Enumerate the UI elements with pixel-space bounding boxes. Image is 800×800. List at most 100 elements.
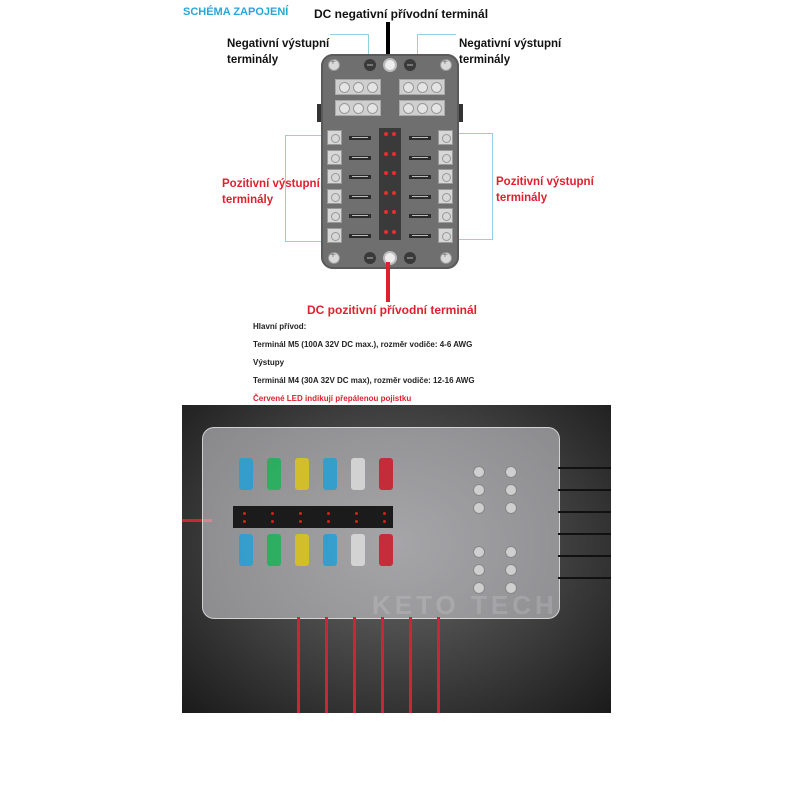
positive-output-terminal <box>327 149 342 165</box>
terminal-stud <box>473 484 485 496</box>
negative-bus-bar <box>335 79 381 95</box>
negative-outputs-right-line2: terminály <box>459 54 511 66</box>
fuse-slot <box>409 136 431 140</box>
led-indicator <box>384 171 388 175</box>
terminal-stud <box>473 502 485 514</box>
positive-right-guide-line <box>459 133 493 240</box>
positive-output-terminal <box>327 130 342 145</box>
terminal-stud <box>473 582 485 594</box>
blade-fuse <box>267 534 281 566</box>
blade-fuse <box>379 534 393 566</box>
led-indicator <box>392 190 396 195</box>
led-bar <box>233 506 393 528</box>
blade-fuse <box>295 534 309 566</box>
right-mount-tab <box>459 104 463 122</box>
led-indicator <box>392 210 396 214</box>
outputs-heading: Výstupy <box>253 358 285 367</box>
positive-symbol-icon <box>364 252 376 264</box>
led-indicator <box>299 512 302 515</box>
fuse-slot <box>349 136 371 140</box>
positive-symbol-icon <box>404 252 416 264</box>
fuse-slot <box>409 175 431 179</box>
led-indicator <box>243 512 246 515</box>
fuse-slot <box>409 233 431 238</box>
led-note: Červené LED indikují přepálenou pojistku <box>253 394 412 403</box>
led-indicator <box>392 132 396 136</box>
positive-output-terminal <box>438 130 453 145</box>
terminal-stud <box>505 546 517 558</box>
dc-negative-input-label: DC negativní přívodní terminál <box>314 7 489 21</box>
negative-bus-bar <box>399 100 445 116</box>
positive-output-terminal <box>327 208 342 223</box>
negative-wire <box>558 511 611 513</box>
led-indicator <box>355 520 358 523</box>
negative-wire <box>558 555 611 557</box>
fuse-box-photo: KETO TECH <box>182 405 611 713</box>
positive-output-terminal <box>438 149 453 165</box>
led-indicator <box>383 512 386 515</box>
mount-screw-icon <box>440 250 452 264</box>
positive-outputs-left-line2: terminály <box>222 194 274 206</box>
fuse-box-housing <box>202 427 560 619</box>
positive-left-guide-line <box>285 135 322 242</box>
main-input-detail: Terminál M5 (100A 32V DC max.), rozměr v… <box>253 340 473 349</box>
diagram-title: SCHÉMA ZAPOJENÍ <box>183 6 289 18</box>
blade-fuse <box>351 534 365 566</box>
blade-fuse <box>323 534 337 566</box>
led-indicator <box>392 171 396 175</box>
led-indicator <box>243 520 246 523</box>
input-wire <box>182 519 212 522</box>
led-indicator <box>327 512 330 515</box>
led-indicator <box>392 229 396 234</box>
positive-output-terminal <box>327 188 342 204</box>
output-wire <box>325 617 328 713</box>
terminal-stud <box>505 582 517 594</box>
mount-screw-icon <box>328 57 340 71</box>
blade-fuse <box>239 534 253 566</box>
positive-output-terminal <box>327 169 342 184</box>
led-indicator <box>392 151 396 156</box>
blade-fuse <box>351 458 365 490</box>
positive-outputs-left-label: Pozitivní výstupní terminály <box>222 176 320 208</box>
blade-fuse <box>323 458 337 490</box>
output-wire <box>437 617 440 713</box>
led-indicator <box>384 190 388 195</box>
negative-right-guide-line <box>417 34 456 63</box>
left-mount-tab <box>317 104 321 122</box>
positive-output-terminal <box>438 169 453 184</box>
negative-bus-bar <box>335 100 381 116</box>
positive-outputs-right-label: Pozitivní výstupní terminály <box>496 174 594 206</box>
positive-output-terminal <box>327 227 342 243</box>
fuse-slot <box>349 194 371 199</box>
negative-outputs-right-label: Negativní výstupní terminály <box>459 36 561 68</box>
mount-screw-icon <box>440 57 452 71</box>
negative-symbol-icon <box>364 59 376 71</box>
negative-input-wire <box>386 22 390 62</box>
negative-wire <box>558 489 611 491</box>
blade-fuse <box>295 458 309 490</box>
output-wire <box>297 617 300 713</box>
led-indicator <box>271 512 274 515</box>
positive-outputs-left-line1: Pozitivní výstupní <box>222 178 320 190</box>
fuse-slot <box>349 214 371 218</box>
led-indicator <box>384 229 388 234</box>
fuse-slot <box>349 155 371 160</box>
terminal-stud <box>505 502 517 514</box>
terminal-stud <box>473 466 485 478</box>
blade-fuse <box>239 458 253 490</box>
negative-outputs-left-line2: terminály <box>227 54 279 66</box>
positive-outputs-right-line1: Pozitivní výstupní <box>496 176 594 188</box>
positive-input-wire <box>386 262 390 302</box>
negative-wire <box>558 533 611 535</box>
blade-fuse <box>379 458 393 490</box>
negative-outputs-left-label: Negativní výstupní terminály <box>227 36 329 68</box>
led-indicator <box>384 151 388 156</box>
fuse-slot <box>349 175 371 179</box>
terminal-stud <box>473 564 485 576</box>
positive-outputs-right-line2: terminály <box>496 192 548 204</box>
fuse-slot <box>409 214 431 218</box>
positive-output-terminal <box>438 208 453 223</box>
led-indicator-strip <box>379 128 401 240</box>
terminal-stud <box>473 546 485 558</box>
negative-symbol-icon <box>404 59 416 71</box>
